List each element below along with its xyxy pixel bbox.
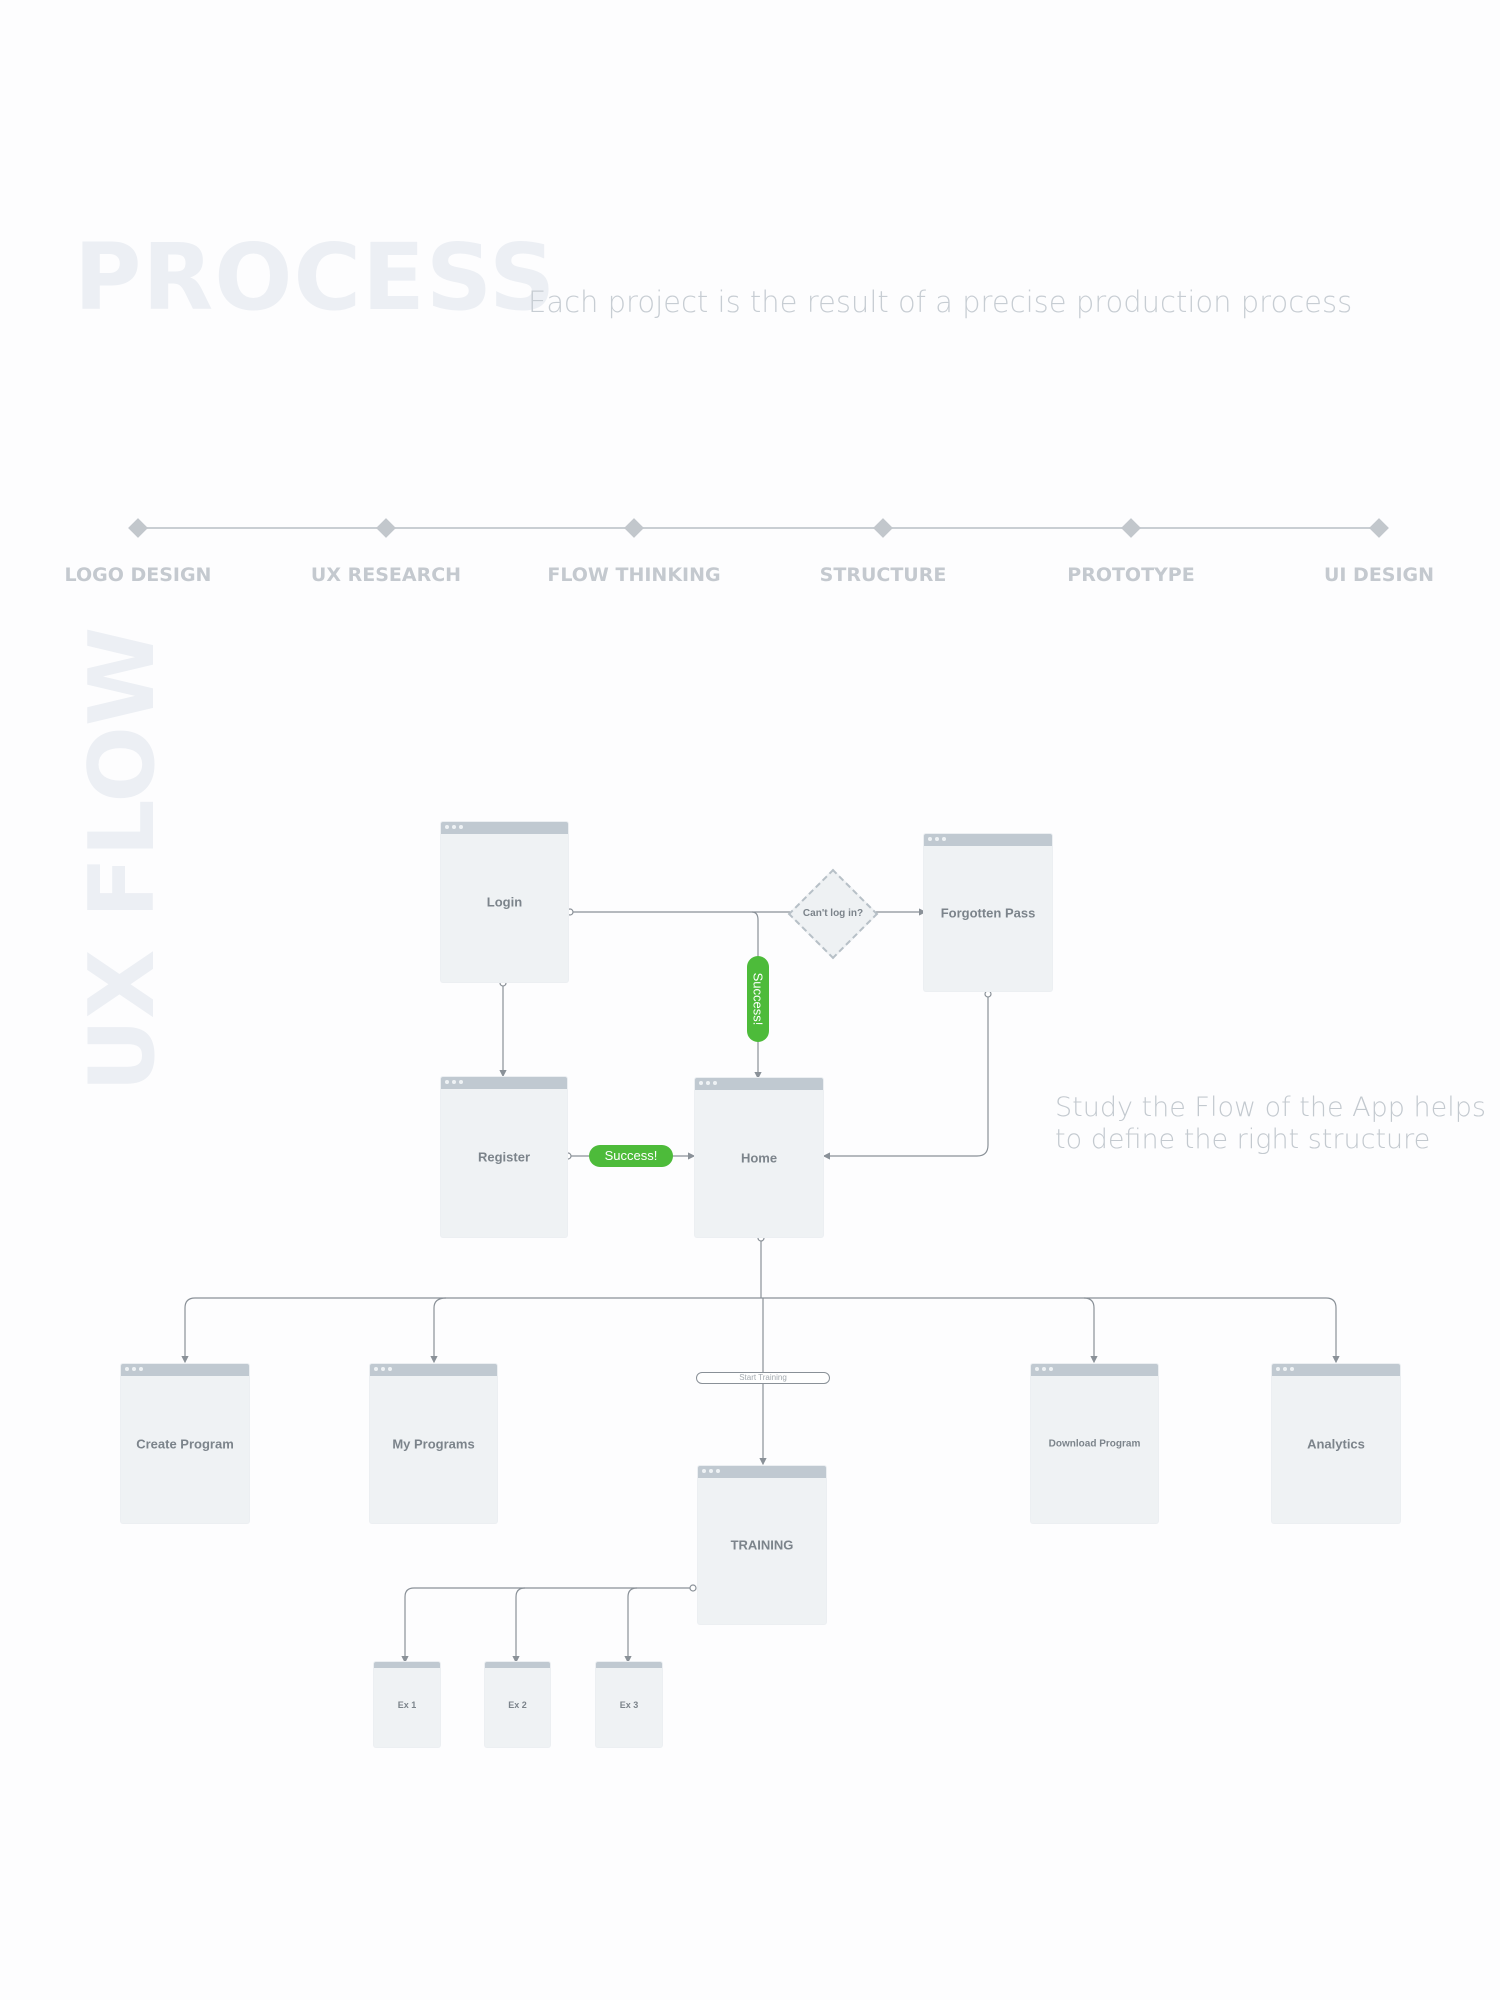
timeline-step-flow-thinking: FLOW THINKING	[547, 564, 721, 586]
screen-titlebar	[924, 834, 1052, 846]
flow-caption: Study the Flow of the App helps to defin…	[1055, 1092, 1495, 1156]
screen-register: Register	[441, 1077, 567, 1237]
timeline-step-logo-design: LOGO DESIGN	[64, 564, 212, 586]
timeline-step-ui-design: UI DESIGN	[1323, 564, 1435, 586]
success-pill-horizontal: Success!	[589, 1145, 673, 1167]
screen-login: Login	[441, 822, 568, 982]
screen-label: TRAINING	[730, 1537, 794, 1553]
screen-label: Forgotten Pass	[940, 905, 1036, 920]
timeline-line	[138, 527, 1380, 529]
connector-forgotten-to-home	[822, 994, 989, 1160]
flow-caption-line-1: Study the Flow of the App helps	[1055, 1092, 1486, 1123]
connector-to-analytics	[1325, 1297, 1340, 1364]
screen-titlebar	[370, 1364, 497, 1376]
screen-home: Home	[695, 1078, 823, 1237]
flow-caption-line-2: to define the right structure	[1055, 1124, 1431, 1155]
screen-ex-3: Ex 3	[596, 1662, 662, 1747]
connector-to-ex3	[624, 1587, 638, 1664]
screen-create-program: Create Program	[121, 1364, 249, 1523]
connector-to-create-program	[181, 1297, 196, 1364]
screen-label: Analytics	[1307, 1436, 1365, 1451]
screen-label: My Programs	[392, 1436, 475, 1451]
screen-label: Download Program	[1048, 1438, 1141, 1449]
screen-my-programs: My Programs	[370, 1364, 497, 1523]
screen-label: Login	[486, 894, 523, 910]
screen-titlebar	[485, 1662, 550, 1668]
screen-titlebar	[698, 1466, 826, 1478]
connector-login-to-home	[751, 911, 762, 1080]
timeline-step-structure: STRUCTURE	[819, 564, 947, 586]
screen-label: Register	[477, 1149, 531, 1165]
screen-label: Ex 2	[508, 1699, 527, 1710]
connector-to-download-program	[1083, 1297, 1098, 1364]
connector-to-ex2	[512, 1587, 526, 1664]
page-subtitle: Each project is the result of a precise …	[528, 285, 1353, 319]
start-training-pill: Start Training	[696, 1372, 830, 1384]
screen-titlebar	[121, 1364, 249, 1376]
timeline-step-ux-research: UX RESEARCH	[310, 564, 462, 586]
screen-training: TRAINING	[698, 1466, 826, 1624]
screen-download-program: Download Program	[1031, 1364, 1158, 1523]
screen-label: Ex 1	[397, 1699, 417, 1710]
screen-ex-1: Ex 1	[374, 1662, 440, 1747]
connector-to-ex1	[401, 1587, 415, 1664]
decision-label: Can't log in?	[802, 908, 864, 919]
success-pill-vertical: Success!	[747, 956, 769, 1042]
screen-titlebar	[1272, 1364, 1400, 1376]
screen-label: Ex 3	[619, 1699, 639, 1710]
port-forgotten-bottom	[984, 990, 992, 998]
screen-label: Create Program	[136, 1436, 234, 1451]
screen-titlebar	[441, 822, 568, 834]
screen-ex-2: Ex 2	[485, 1662, 550, 1747]
screen-analytics: Analytics	[1272, 1364, 1400, 1523]
timeline-step-prototype: PROTOTYPE	[1067, 564, 1195, 586]
screen-titlebar	[596, 1662, 662, 1668]
screen-titlebar	[695, 1078, 823, 1090]
page-title: PROCESS	[74, 224, 557, 331]
screen-titlebar	[441, 1077, 567, 1089]
screen-forgotten-pass: Forgotten Pass	[924, 834, 1052, 991]
port-training-left	[689, 1584, 697, 1592]
connector-to-my-programs	[430, 1297, 447, 1364]
success-pill-vertical-label: Success!	[750, 972, 766, 1026]
screen-label: Home	[740, 1150, 778, 1165]
screen-titlebar	[1031, 1364, 1158, 1376]
screen-titlebar	[374, 1662, 440, 1668]
